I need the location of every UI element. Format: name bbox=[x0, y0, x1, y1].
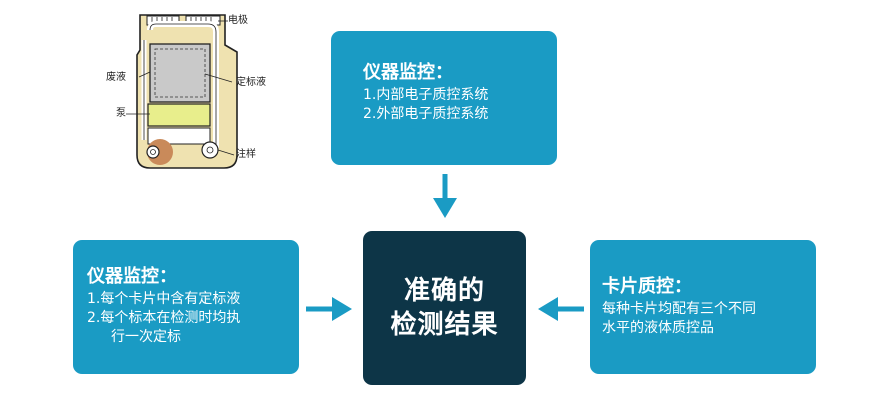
box-title: 卡片质控： bbox=[602, 276, 692, 297]
box-line: 1.内部电子质控系统 bbox=[363, 87, 489, 103]
arrow-right-icon bbox=[306, 297, 352, 321]
arrow-down-icon bbox=[433, 174, 457, 218]
label-electrode: 电极 bbox=[228, 15, 248, 26]
box-line: 2.外部电子质控系统 bbox=[363, 106, 489, 122]
arrow-left-icon bbox=[538, 297, 584, 321]
label-calibrant: 定标液 bbox=[236, 77, 266, 88]
box-line: 行一次定标 bbox=[111, 329, 181, 345]
label-pump: 泵 bbox=[116, 108, 126, 119]
instrument-monitoring-box-left: 仪器监控： 1.每个卡片中含有定标液 2.每个标本在检测时均执 行一次定标 bbox=[73, 240, 299, 374]
center-text: 准确的 bbox=[403, 276, 485, 306]
center-text: 检测结果 bbox=[390, 310, 499, 340]
cartridge-illustration bbox=[126, 14, 238, 169]
box-line: 每种卡片均配有三个不同 bbox=[602, 301, 756, 317]
box-line: 2.每个标本在检测时均执 bbox=[87, 310, 241, 326]
accurate-result-box: 准确的 检测结果 bbox=[363, 231, 526, 385]
label-inject: 注样 bbox=[236, 149, 256, 160]
instrument-monitoring-box-top: 仪器监控： 1.内部电子质控系统 2.外部电子质控系统 bbox=[331, 31, 557, 165]
card-qc-box: 卡片质控： 每种卡片均配有三个不同 水平的液体质控品 bbox=[590, 240, 816, 374]
box-title: 仪器监控： bbox=[363, 62, 453, 83]
label-waste: 废液 bbox=[106, 72, 126, 83]
box-line: 水平的液体质控品 bbox=[602, 320, 714, 336]
box-line: 1.每个卡片中含有定标液 bbox=[87, 291, 241, 307]
box-title: 仪器监控： bbox=[87, 266, 177, 287]
